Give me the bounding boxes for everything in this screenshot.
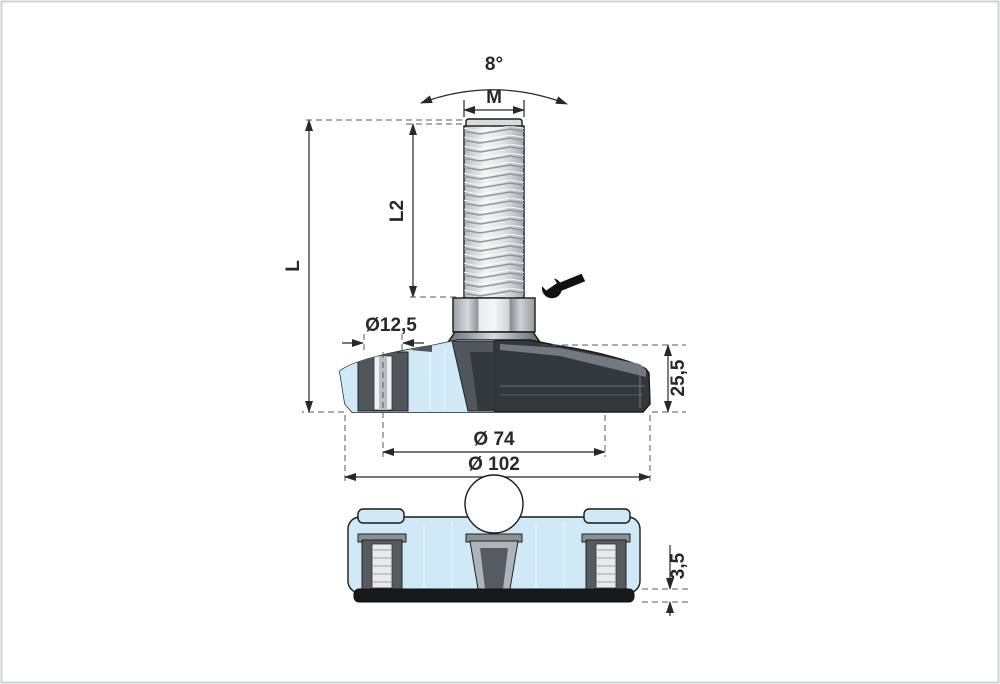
- wrench-icon: [539, 273, 586, 299]
- rib-wedge: [410, 345, 432, 352]
- dim-overall-height-label: L: [283, 260, 304, 272]
- insert-thread-lines: [372, 549, 392, 583]
- dim-base-height: 25,5: [542, 344, 689, 413]
- dim-angle: 8°: [420, 54, 568, 105]
- insert-right: [581, 533, 631, 591]
- base-front: [339, 339, 651, 413]
- top-slope-highlight: [500, 344, 646, 377]
- ball-socket: [464, 474, 524, 534]
- cone-inner: [480, 548, 508, 589]
- dim-bolt-circle-label: Ø 74: [473, 429, 515, 450]
- threaded-stud: [463, 118, 525, 299]
- dim-thread-label: M: [486, 87, 502, 108]
- dim-pad-thickness-label: 3,5: [668, 552, 689, 579]
- angle-arc: [420, 89, 568, 105]
- insert-thread-lines: [596, 549, 616, 583]
- section-bump-left: [357, 508, 405, 524]
- dim-thread: M: [463, 87, 525, 117]
- wrench-handle: [555, 273, 586, 292]
- dim-pad-thickness: 3,5: [642, 545, 689, 616]
- center-cone: [465, 533, 523, 590]
- front-view: 8° M L2 L Ø12,5: [283, 54, 689, 482]
- bottom-pad: [353, 588, 635, 603]
- insert-left: [357, 533, 407, 591]
- dim-thread-length-label: L2: [387, 200, 408, 222]
- dim-bolt-circle: Ø 74: [382, 352, 606, 457]
- dim-thread-length: L2: [387, 123, 462, 298]
- stud-thread-pattern: [464, 126, 524, 298]
- dim-hole-diameter: Ø12,5: [342, 315, 424, 354]
- dim-base-height-label: 25,5: [668, 359, 689, 396]
- dim-outer-diameter-label: Ø 102: [468, 454, 520, 475]
- dim-hole-diameter-label: Ø12,5: [365, 315, 417, 336]
- section-view: 3,5: [347, 474, 689, 616]
- dim-angle-label: 8°: [485, 54, 503, 75]
- nut-body: [452, 297, 536, 333]
- wrench-jaw-opening: [539, 275, 557, 291]
- section-bump-right: [583, 508, 631, 524]
- dim-overall-height: L: [283, 119, 462, 413]
- hub-section-inner: [470, 352, 494, 411]
